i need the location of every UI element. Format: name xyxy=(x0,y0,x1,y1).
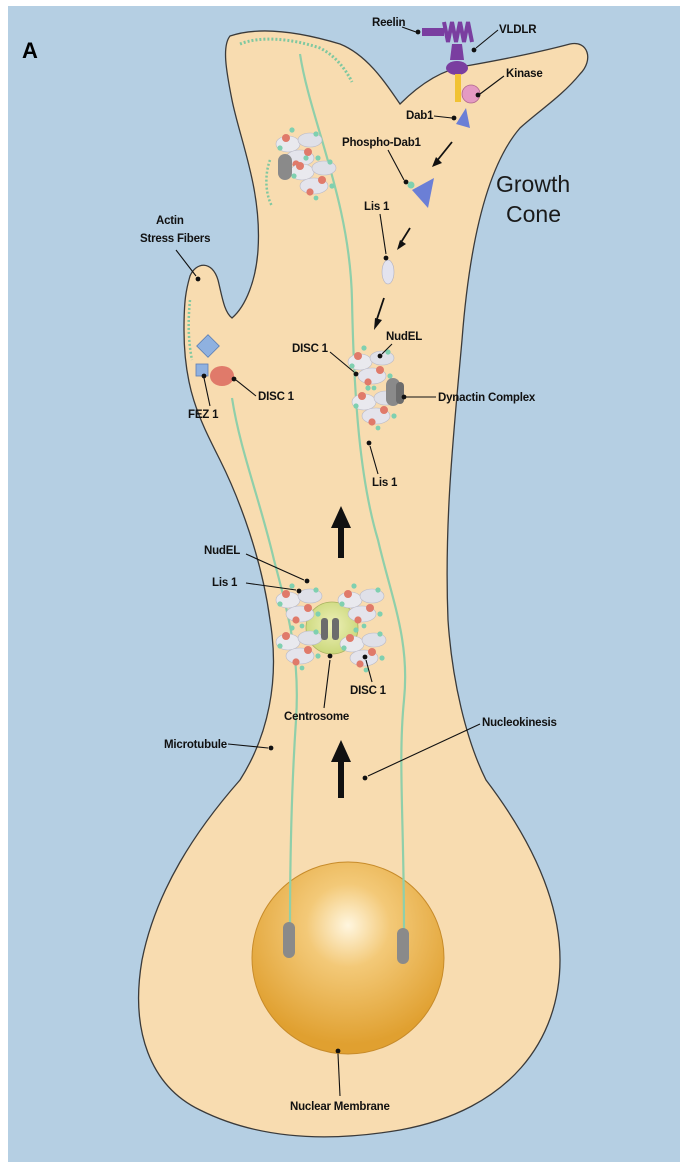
fez1-shape-2 xyxy=(196,364,208,376)
label-nucleokinesis: Nucleokinesis xyxy=(482,717,557,729)
label-actin: Actin xyxy=(156,215,184,227)
label-cone: Cone xyxy=(506,201,561,227)
label-nudel-low: NudEL xyxy=(204,545,240,557)
panel-letter: A xyxy=(22,38,38,63)
label-fez1: FEZ 1 xyxy=(188,409,219,421)
label-lis1-low: Lis 1 xyxy=(212,577,238,589)
nucleus xyxy=(252,862,444,1054)
label-dynactin: Dynactin Complex xyxy=(438,392,536,404)
label-dab1: Dab1 xyxy=(406,110,434,122)
lis1-single xyxy=(382,260,394,284)
label-lis1-mid: Lis 1 xyxy=(372,477,398,489)
label-kinase: Kinase xyxy=(506,68,543,80)
disc1-left xyxy=(210,366,234,386)
vldlr-intracellular xyxy=(446,61,468,75)
anchor-right xyxy=(397,928,409,964)
label-centrosome: Centrosome xyxy=(284,711,349,723)
label-reelin: Reelin xyxy=(372,17,405,29)
label-microtubule: Microtubule xyxy=(164,739,227,751)
label-vldlr: VLDLR xyxy=(499,24,537,36)
vldlr-tail xyxy=(455,74,461,102)
reelin xyxy=(422,28,444,36)
phospho-group xyxy=(408,182,415,189)
anchor-left xyxy=(283,922,295,958)
label-growth: Growth xyxy=(496,171,570,197)
label-disc1-low: DISC 1 xyxy=(350,685,387,697)
label-stress-fibers: Stress Fibers xyxy=(140,233,210,245)
label-nuclear-membrane: Nuclear Membrane xyxy=(290,1101,390,1113)
label-disc1-left: DISC 1 xyxy=(258,391,295,403)
label-disc1-mid: DISC 1 xyxy=(292,343,329,355)
label-phospho-dab1: Phospho-Dab1 xyxy=(342,137,422,149)
label-nudel-mid: NudEL xyxy=(386,331,422,343)
label-lis1-top: Lis 1 xyxy=(364,201,390,213)
vldlr xyxy=(450,44,464,60)
